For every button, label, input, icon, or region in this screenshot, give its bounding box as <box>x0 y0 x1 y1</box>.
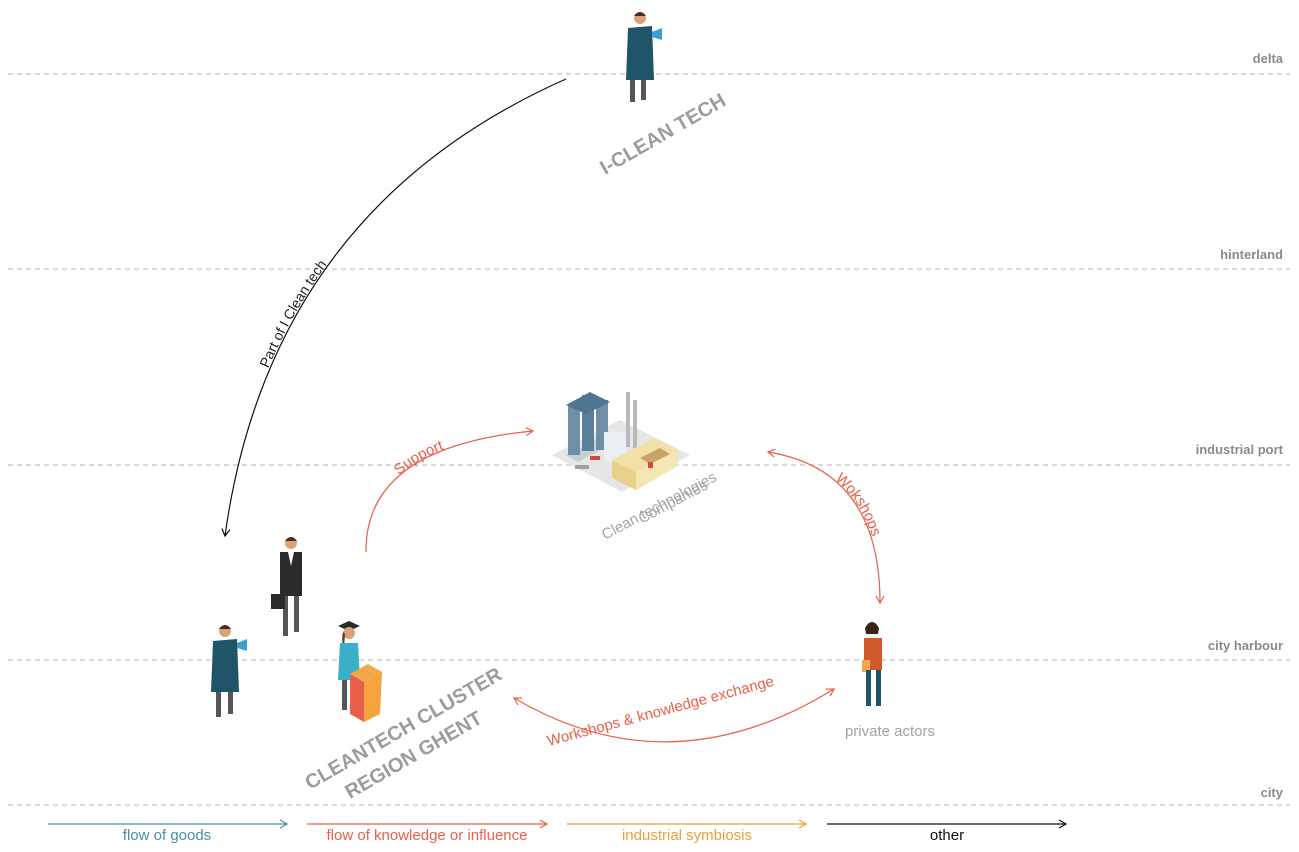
legend-knowledge-label: flow of knowledge or influence <box>327 827 528 844</box>
support-label-path: Support <box>391 437 447 479</box>
part-of-label-path: Part of I Clean tech <box>256 257 329 370</box>
support-arrow <box>365 427 535 553</box>
level-label-city-harbour: city harbour <box>1208 638 1283 653</box>
level-label-city: city <box>1261 785 1284 800</box>
person-cluster-spokesperson-icon <box>211 625 247 717</box>
workshops-exchange-arrow <box>512 688 836 743</box>
workshops-exchange-label: Workshops & knowledge exchange <box>545 673 775 750</box>
person-iclean-icon <box>626 12 662 102</box>
factory-icon <box>552 392 690 492</box>
wokshops-label: Wokshops <box>832 470 884 539</box>
cluster-title: CLEANTECH CLUSTER REGION GHENT <box>302 661 525 819</box>
part-of-label: Part of I Clean tech <box>256 257 329 370</box>
part-of-arrow <box>221 78 567 538</box>
workshops-exchange-label-text: Workshops & knowledge exchange <box>545 673 775 750</box>
wokshops-label-path: Wokshops <box>832 470 884 539</box>
wokshops-arrow <box>766 448 885 605</box>
legend-symbiosis-label: industrial symbiosis <box>622 827 752 844</box>
iclean-title: I-CLEAN TECH <box>597 90 730 180</box>
person-academic-icon <box>338 621 382 722</box>
level-label-hinterland: hinterland <box>1220 247 1283 262</box>
person-private-actor-icon <box>862 622 882 706</box>
person-businessman-icon <box>271 537 302 636</box>
support-label: Support <box>391 437 447 479</box>
level-labels: delta hinterland industrial port city ha… <box>1196 51 1284 800</box>
legend-other-label: other <box>930 827 964 844</box>
legend-goods-label: flow of goods <box>123 827 211 844</box>
private-actors-label: private actors <box>845 723 935 740</box>
legend: flow of goods flow of knowledge or influ… <box>48 819 1068 844</box>
level-label-delta: delta <box>1253 51 1284 66</box>
level-label-industrial-port: industrial port <box>1196 442 1284 457</box>
